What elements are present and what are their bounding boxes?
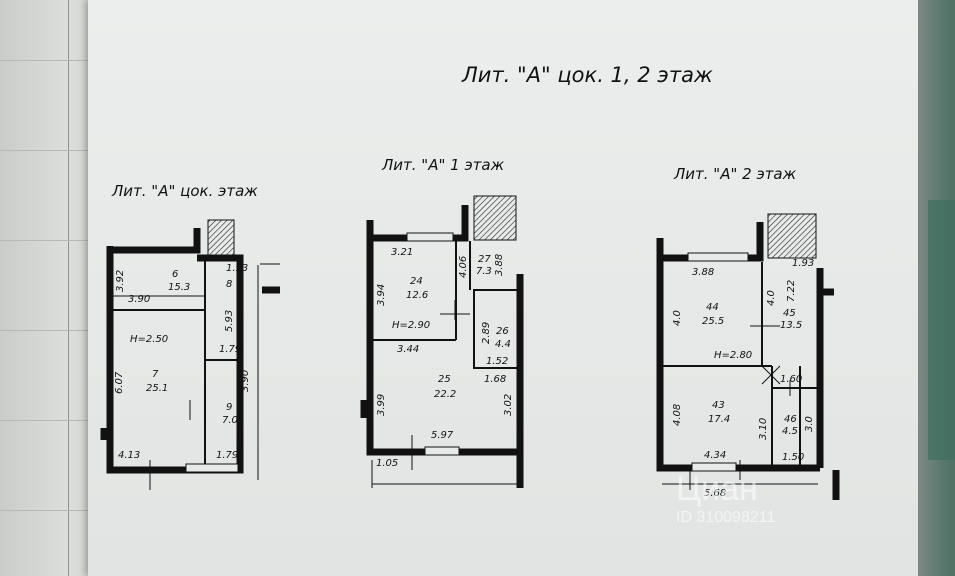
dimension: 1.05: [376, 458, 398, 469]
ceiling-height: H=2.80: [714, 350, 752, 361]
dimension: 3.21: [391, 247, 413, 258]
room-area: 7.3: [476, 266, 492, 277]
room-num: 9: [226, 402, 232, 413]
second-floor-stair-icon: [767, 213, 817, 259]
dimension: 3.90: [128, 294, 150, 305]
dimension: 1.79: [216, 450, 238, 461]
dimension: 1.52: [486, 356, 508, 367]
second-floor-partitions: [662, 262, 818, 490]
second-floor-window: [687, 252, 749, 262]
basement-window: [185, 463, 239, 473]
first-floor-partitions: [371, 241, 520, 488]
room-area: 4.4: [495, 339, 511, 350]
dimension: 5.97: [431, 430, 454, 441]
dimension: 3.10: [758, 418, 769, 440]
dimension: 4.0: [766, 290, 777, 306]
room-area: 13.5: [780, 320, 802, 331]
background-edge: [918, 0, 955, 576]
room-area: 17.4: [708, 414, 730, 425]
room-area: 15.3: [168, 282, 190, 293]
dimension: 3.90: [240, 370, 251, 392]
room-num: 24: [410, 276, 423, 287]
room-num: 25: [438, 374, 451, 385]
room-area: 4.5: [782, 426, 798, 437]
dimension: 4.0: [672, 310, 683, 326]
second-floor-window: [691, 462, 737, 472]
dimension: 3.02: [503, 394, 514, 416]
page-binding-line: [68, 0, 69, 576]
dimension: 1.68: [484, 374, 506, 385]
watermark-brand: Циан: [676, 470, 758, 508]
dimension: 6.07: [114, 371, 125, 394]
watermark: Циан ID 310098211: [676, 470, 775, 526]
dimension: 5.68: [704, 488, 726, 499]
dimension: 1.79: [219, 344, 241, 355]
dimension: 3.94: [376, 284, 387, 306]
first-floor-stair-icon: [473, 195, 517, 241]
basement-title: Лит. "А" цок. этаж: [111, 182, 258, 200]
ceiling-height: H=2.90: [392, 320, 430, 331]
room-num: 27: [478, 254, 491, 265]
room-num: 8: [226, 279, 232, 290]
first-floor-window: [424, 446, 460, 456]
room-area: 25.5: [702, 316, 724, 327]
ruled-line: [0, 240, 98, 241]
dimension: 4.08: [672, 404, 683, 426]
dimension: 5.93: [224, 310, 235, 332]
room-area: 12.6: [406, 290, 428, 301]
basement-stair-icon: [207, 219, 235, 257]
basement-plan: Лит. "А" цок. этаж 6 15.3 8: [100, 182, 280, 490]
dimension: 3.88: [494, 254, 505, 276]
dimension: 3.99: [376, 394, 387, 416]
room-num: 45: [783, 308, 796, 319]
ruled-line: [0, 420, 98, 421]
ruled-line: [0, 150, 98, 151]
second-floor-title: Лит. "А" 2 этаж: [673, 165, 797, 183]
room-num: 6: [172, 269, 178, 280]
dimension: 1.93: [226, 263, 248, 274]
basement-walls: [100, 228, 280, 474]
room-num: 46: [784, 414, 797, 425]
first-floor-walls: [360, 205, 524, 488]
ceiling-height: H=2.50: [130, 334, 168, 345]
dimension: 3.0: [804, 416, 815, 432]
watermark-id: ID 310098211: [676, 509, 775, 526]
main-title: Лит. "А" цок. 1, 2 этаж: [461, 63, 713, 87]
plan-sheet: [88, 0, 928, 576]
first-floor-title: Лит. "А" 1 этаж: [381, 156, 505, 174]
dimension: 4.34: [704, 450, 726, 461]
dimension: 1.93: [792, 258, 814, 269]
dimension: 2.89: [481, 322, 492, 344]
room-area: 22.2: [434, 389, 456, 400]
left-page: [0, 0, 98, 576]
room-num: 7: [152, 369, 159, 380]
room-num: 44: [706, 302, 719, 313]
dimension: 3.88: [692, 267, 714, 278]
dimension: 4.06: [458, 256, 469, 278]
first-floor-window: [406, 232, 454, 242]
room-area: 25.1: [146, 383, 168, 394]
first-floor-plan: Лит. "А" 1 этаж 3.21 4.06 3.88: [360, 156, 524, 488]
ruled-line: [0, 60, 98, 61]
room-num: 26: [496, 326, 509, 337]
room-area: 7.0: [222, 415, 238, 426]
second-floor-plan: Лит. "А" 2 этаж 3.88: [656, 165, 840, 500]
dimension: 1.60: [780, 374, 802, 385]
dimension: 4.13: [118, 450, 140, 461]
dimension: 7.22: [786, 280, 797, 302]
dimension: 1.50: [782, 452, 804, 463]
ruled-line: [0, 330, 98, 331]
room-num: 43: [712, 400, 725, 411]
dimension: 3.44: [397, 344, 419, 355]
ruled-line: [0, 510, 98, 511]
dimension: 3.92: [115, 270, 126, 292]
